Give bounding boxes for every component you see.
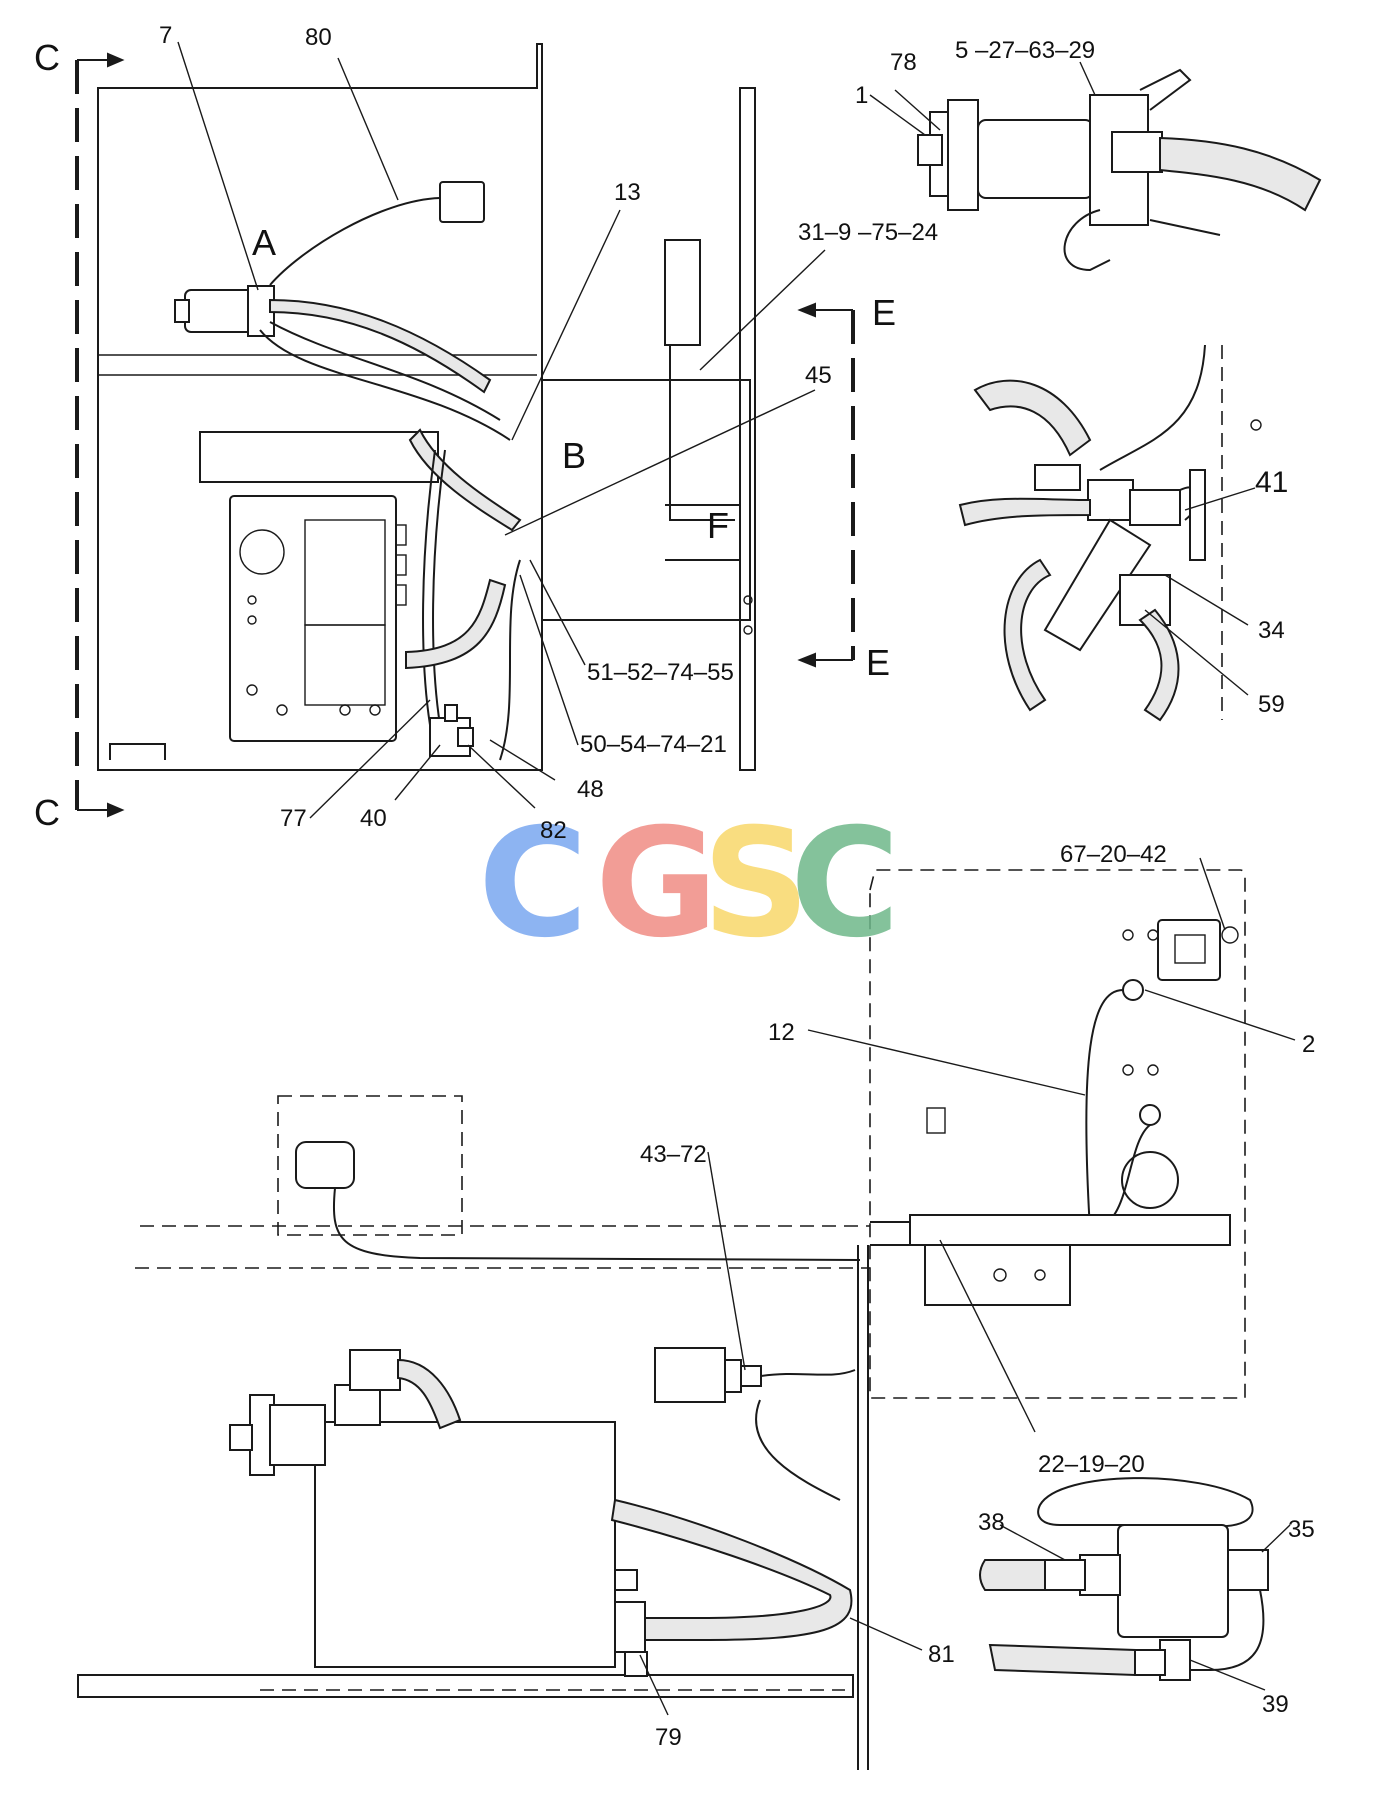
cgsc-watermark-logo: C G S C xyxy=(478,797,900,971)
view-mark-b: B xyxy=(562,435,586,476)
svg-text:S: S xyxy=(702,797,810,971)
section-mark-c-top: C xyxy=(34,37,60,78)
callout-34: 34 xyxy=(1258,617,1285,644)
svg-text:C: C xyxy=(790,797,900,971)
callout-2: 2 xyxy=(1302,1031,1315,1058)
detail-connections-right xyxy=(958,344,1262,722)
main-view-top xyxy=(75,41,855,819)
callout-35: 35 xyxy=(1288,1516,1315,1543)
section-mark-c-bottom: C xyxy=(34,792,60,833)
view-mark-f: F xyxy=(707,505,729,546)
callout-31-9-75-24: 31–9 –75–24 xyxy=(798,219,938,246)
callout-82: 82 xyxy=(540,817,567,844)
callout-81: 81 xyxy=(928,1641,955,1668)
callout-5-27-63-29: 5 –27–63–29 xyxy=(955,37,1095,64)
callout-43-72: 43–72 xyxy=(640,1141,707,1168)
callout-labels: 7 80 13 31–9 –75–24 45 51–52–74–55 50–54… xyxy=(159,22,1315,1751)
main-view-bottom xyxy=(77,857,1296,1770)
callout-41: 41 xyxy=(1255,466,1288,499)
svg-text:C: C xyxy=(478,797,588,971)
section-marks: C C E E A B F xyxy=(34,37,896,833)
callout-80: 80 xyxy=(305,24,332,51)
callout-67-20-42: 67–20–42 xyxy=(1060,841,1167,868)
callout-79: 79 xyxy=(655,1724,682,1751)
callout-38: 38 xyxy=(978,1509,1005,1536)
section-mark-e-bottom: E xyxy=(866,642,890,683)
svg-text:G: G xyxy=(595,797,718,971)
callout-1: 1 xyxy=(855,82,868,109)
callout-77: 77 xyxy=(280,805,307,832)
callout-7: 7 xyxy=(159,22,172,49)
view-mark-a: A xyxy=(252,222,276,263)
callout-48: 48 xyxy=(577,776,604,803)
callout-51-52-74-55: 51–52–74–55 xyxy=(587,659,734,686)
callout-40: 40 xyxy=(360,805,387,832)
section-mark-e-top: E xyxy=(872,292,896,333)
callout-13: 13 xyxy=(614,179,641,206)
callout-50-54-74-21: 50–54–74–21 xyxy=(580,731,727,758)
callout-12: 12 xyxy=(768,1019,795,1046)
callout-59: 59 xyxy=(1258,691,1285,718)
callout-22-19-20: 22–19–20 xyxy=(1038,1451,1145,1478)
callout-45: 45 xyxy=(805,362,832,389)
detail-valve-top-right xyxy=(869,61,1322,272)
callout-39: 39 xyxy=(1262,1691,1289,1718)
callout-78: 78 xyxy=(890,49,917,76)
